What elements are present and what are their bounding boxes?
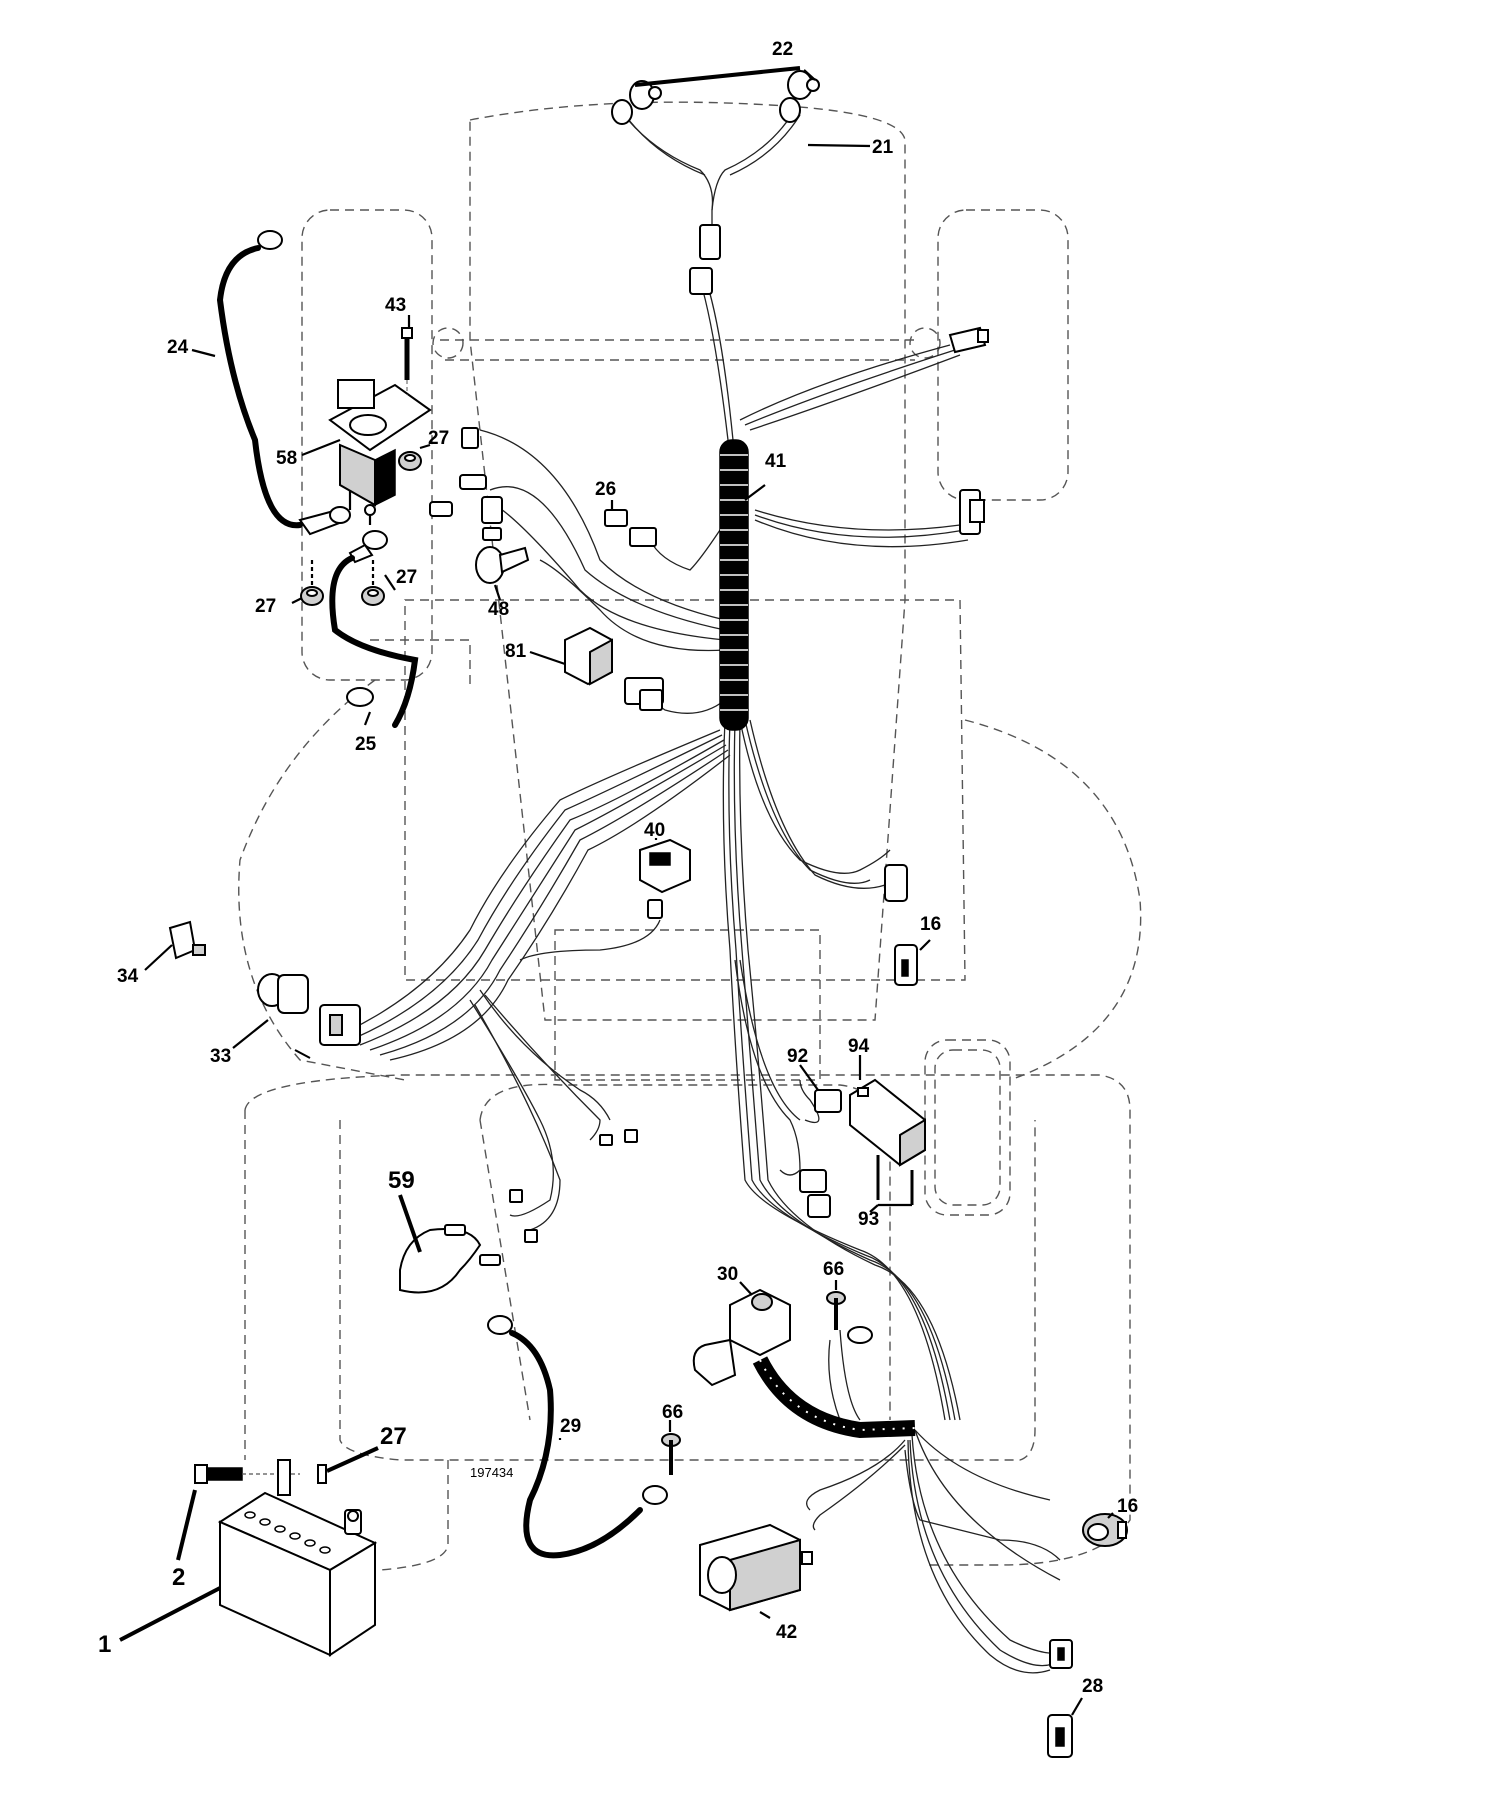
harness-loom — [719, 439, 749, 731]
leader-lines — [119, 66, 1114, 1716]
callout-27-upper: 27 — [428, 428, 449, 449]
callout-2: 2 — [172, 1564, 185, 1591]
cable-24 — [216, 230, 351, 536]
callout-48: 59 — [388, 1167, 415, 1194]
callout-21: 21 — [872, 137, 894, 158]
callout-33: 34 — [117, 966, 139, 987]
callout-66-upper: 66 — [823, 1259, 844, 1280]
callout-42: 48 — [488, 599, 509, 620]
headlight-right — [779, 70, 820, 123]
connector-16-lower — [1047, 1639, 1073, 1758]
screw-66-upper — [826, 1291, 873, 1344]
battery-1 — [217, 1491, 378, 1657]
callout-27-battery: 27 — [380, 1423, 407, 1450]
starter-solenoid — [328, 379, 432, 525]
switch-34 — [639, 838, 691, 919]
callout-26: 26 — [595, 479, 616, 500]
callout-28: 29 — [560, 1416, 581, 1437]
tractor-outline — [238, 101, 1142, 1571]
connector-33 — [168, 920, 206, 960]
screws-93 — [876, 1155, 914, 1207]
ignition-switch-30 — [257, 973, 361, 1059]
module-94 — [849, 1078, 926, 1167]
nut-27-left — [300, 586, 324, 606]
callout-93: 93 — [858, 1209, 879, 1230]
connector-right-upper — [948, 326, 989, 354]
nut-27-right — [361, 586, 385, 606]
module-59 — [699, 1523, 813, 1612]
callout-81: 81 — [505, 641, 527, 662]
callout-16-lower: 28 — [1082, 1676, 1103, 1697]
callout-94: 94 — [848, 1036, 870, 1057]
callout-58: 16 — [1117, 1496, 1138, 1517]
callout-27-right: 27 — [396, 567, 417, 588]
connector-16-upper — [884, 864, 918, 986]
callout-40: 41 — [765, 451, 787, 472]
callout-43: 58 — [276, 448, 297, 469]
callout-59: 42 — [776, 1622, 797, 1643]
callout-24: 24 — [167, 337, 189, 358]
part-58 — [1082, 1513, 1128, 1547]
callout-29: 30 — [717, 1264, 738, 1285]
pto-switch-29 — [692, 1288, 791, 1387]
wire-harness — [349, 109, 1071, 1674]
callout-92: 92 — [787, 1046, 808, 1067]
callout-25: 25 — [355, 734, 377, 755]
nut-27-upper — [398, 451, 422, 471]
relay-socket — [624, 677, 664, 711]
callout-41: 43 — [385, 295, 406, 316]
callout-22: 22 — [772, 39, 793, 60]
headlight-connector — [689, 224, 721, 295]
connector-92 — [799, 1089, 842, 1218]
callout-34: 40 — [644, 820, 665, 841]
battery-bolt-2 — [194, 1459, 300, 1496]
relay-81 — [564, 626, 613, 686]
headlight-left — [611, 80, 662, 125]
callout-27-left: 27 — [255, 596, 276, 617]
terminals-lower — [509, 1129, 638, 1243]
connector-26 — [604, 509, 657, 547]
callout-66-lower: 66 — [662, 1402, 683, 1423]
terminals-upper — [429, 427, 503, 541]
part-48 — [399, 1224, 501, 1294]
cable-25 — [329, 530, 419, 728]
callouts: 22 21 24 43 58 27 27 27 25 26 41 48 81 4… — [98, 39, 1138, 1697]
bolt-41 — [401, 327, 413, 395]
lower-coil-loom — [752, 1356, 916, 1439]
callout-16-upper: 16 — [920, 914, 941, 935]
screw-66-lower — [661, 1433, 681, 1475]
callout-30: 33 — [210, 1046, 231, 1067]
drawing-number: 197434 — [470, 1465, 513, 1480]
terminal-boot-42 — [475, 546, 530, 584]
cable-28 — [487, 1315, 668, 1559]
connector-right-middle — [959, 489, 985, 535]
callout-1: 1 — [98, 1631, 111, 1658]
battery-nut-27 — [317, 1464, 327, 1484]
